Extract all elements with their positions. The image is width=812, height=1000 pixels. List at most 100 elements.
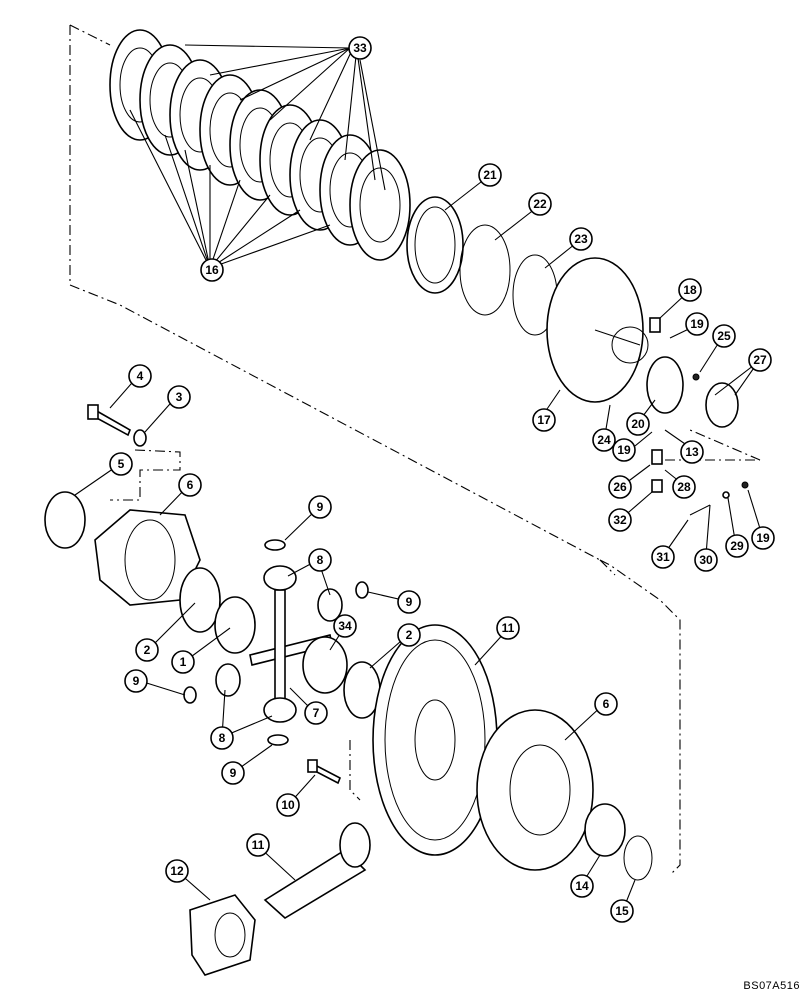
callout-14: 14 xyxy=(570,874,594,898)
callout-29: 29 xyxy=(725,534,749,558)
svg-text:7: 7 xyxy=(313,706,320,720)
collar-and-ring xyxy=(646,317,749,516)
svg-text:8: 8 xyxy=(317,553,324,567)
svg-text:20: 20 xyxy=(631,417,645,431)
callout-24: 24 xyxy=(592,428,616,452)
case-half-right xyxy=(476,709,594,871)
svg-text:33: 33 xyxy=(353,41,367,55)
callout-9: 9 xyxy=(124,669,148,693)
svg-text:2: 2 xyxy=(144,643,151,657)
pinion-and-flange xyxy=(189,822,371,976)
side-gear-and-ring xyxy=(584,803,653,881)
callout-10: 10 xyxy=(276,793,300,817)
callout-26: 26 xyxy=(608,475,632,499)
svg-text:34: 34 xyxy=(338,619,352,633)
svg-text:16: 16 xyxy=(205,263,219,277)
callout-3: 3 xyxy=(167,385,191,409)
callout-11: 11 xyxy=(496,616,520,640)
callout-8: 8 xyxy=(308,548,332,572)
figure-code: BS07A516 xyxy=(743,980,800,992)
callout-16: 16 xyxy=(200,258,224,282)
callout-9: 9 xyxy=(397,590,421,614)
svg-text:8: 8 xyxy=(219,731,226,745)
callout-34: 34 xyxy=(333,614,357,638)
svg-text:12: 12 xyxy=(170,864,184,878)
svg-text:17: 17 xyxy=(537,413,551,427)
clutch-housing xyxy=(546,257,649,403)
callout-21: 21 xyxy=(478,163,502,187)
svg-text:19: 19 xyxy=(617,443,631,457)
svg-text:13: 13 xyxy=(685,445,699,459)
spider-gear-assembly xyxy=(183,539,381,746)
svg-text:22: 22 xyxy=(533,197,547,211)
svg-text:23: 23 xyxy=(574,232,588,246)
svg-text:1: 1 xyxy=(180,655,187,669)
callout-27: 27 xyxy=(748,348,772,372)
callout-2: 2 xyxy=(135,638,159,662)
svg-text:25: 25 xyxy=(717,329,731,343)
callout-12: 12 xyxy=(165,859,189,883)
callout-9: 9 xyxy=(308,495,332,519)
svg-text:6: 6 xyxy=(603,697,610,711)
callout-30: 30 xyxy=(694,548,718,572)
callout-28: 28 xyxy=(672,475,696,499)
svg-text:29: 29 xyxy=(730,539,744,553)
svg-text:3: 3 xyxy=(176,390,183,404)
callout-31: 31 xyxy=(651,545,675,569)
svg-text:5: 5 xyxy=(118,457,125,471)
callout-33: 33 xyxy=(348,36,372,60)
callout-7: 7 xyxy=(304,701,328,725)
callout-17: 17 xyxy=(532,408,556,432)
svg-text:24: 24 xyxy=(597,433,611,447)
svg-text:32: 32 xyxy=(613,513,627,527)
svg-text:14: 14 xyxy=(575,879,589,893)
svg-text:30: 30 xyxy=(699,553,713,567)
svg-text:31: 31 xyxy=(656,550,670,564)
callout-23: 23 xyxy=(569,227,593,251)
callout-4: 4 xyxy=(128,364,152,388)
svg-text:4: 4 xyxy=(137,369,144,383)
svg-text:9: 9 xyxy=(317,500,324,514)
callout-15: 15 xyxy=(610,899,634,923)
ring-gear xyxy=(372,624,498,856)
callout-9: 9 xyxy=(221,761,245,785)
svg-text:15: 15 xyxy=(615,904,629,918)
svg-text:9: 9 xyxy=(230,766,237,780)
svg-text:6: 6 xyxy=(187,478,194,492)
callout-19: 19 xyxy=(612,438,636,462)
clutch-disc-stack xyxy=(109,29,411,261)
bolt-and-washer xyxy=(87,404,147,447)
svg-text:19: 19 xyxy=(690,317,704,331)
svg-text:2: 2 xyxy=(406,628,413,642)
svg-text:19: 19 xyxy=(756,531,770,545)
svg-text:9: 9 xyxy=(406,595,413,609)
callout-6: 6 xyxy=(178,473,202,497)
callout-20: 20 xyxy=(626,412,650,436)
callout-19: 19 xyxy=(751,526,775,550)
assembly-boundary-lines xyxy=(69,24,761,876)
callout-8: 8 xyxy=(210,726,234,750)
callout-6: 6 xyxy=(594,692,618,716)
bearing-cup-and-case-half xyxy=(44,491,221,633)
callout-19: 19 xyxy=(685,312,709,336)
svg-text:28: 28 xyxy=(677,480,691,494)
ring-gear-bolt xyxy=(307,759,342,785)
callout-13: 13 xyxy=(680,440,704,464)
callout-32: 32 xyxy=(608,508,632,532)
svg-text:21: 21 xyxy=(483,168,497,182)
svg-text:27: 27 xyxy=(753,353,767,367)
svg-text:11: 11 xyxy=(502,621,515,635)
callout-18: 18 xyxy=(678,278,702,302)
callout-22: 22 xyxy=(528,192,552,216)
svg-text:10: 10 xyxy=(281,798,295,812)
svg-text:9: 9 xyxy=(133,674,140,688)
callout-11: 11 xyxy=(246,833,270,857)
svg-text:26: 26 xyxy=(613,480,627,494)
callout-5: 5 xyxy=(109,452,133,476)
callout-1: 1 xyxy=(171,650,195,674)
svg-text:18: 18 xyxy=(683,283,697,297)
piston-and-seals xyxy=(406,196,558,336)
callout-2: 2 xyxy=(397,623,421,647)
svg-text:11: 11 xyxy=(252,838,265,852)
